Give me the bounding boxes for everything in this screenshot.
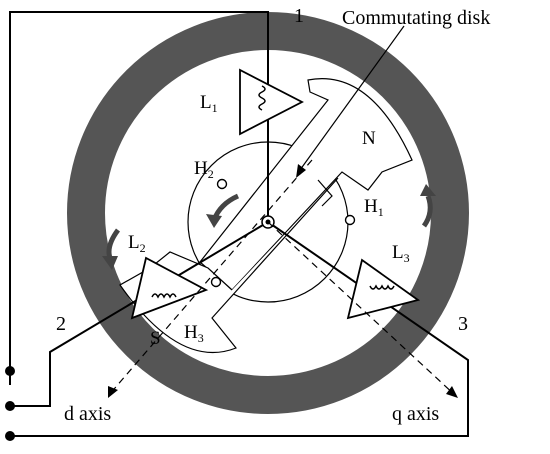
coil-l1 (239, 68, 304, 136)
sensor-label-h3: H3 (184, 322, 204, 345)
hall-sensor-h2 (216, 178, 228, 190)
terminal-label-1: 1 (294, 5, 304, 27)
q-axis-label: q axis (392, 403, 439, 425)
rotor-north-pole (199, 78, 413, 291)
callout-line (299, 25, 405, 171)
rotation-arrow-right (421, 195, 433, 228)
terminal-label-2: 2 (56, 313, 66, 335)
pole-label-s: S (150, 328, 161, 349)
coil-label-l1: L1 (200, 92, 218, 115)
sensor-label-h1: H1 (364, 196, 384, 219)
terminal-dot-3[interactable] (5, 431, 15, 441)
terminal-label-3: 3 (458, 313, 468, 335)
coil-label-l3: L3 (392, 242, 410, 265)
hall-sensor-h1 (344, 214, 356, 226)
terminal-dot-1[interactable] (5, 366, 15, 376)
callout-arrowhead (296, 164, 306, 178)
hall-sensor-h3 (210, 276, 222, 288)
q-axis-arrowhead (446, 386, 458, 398)
sensor-label-h2: H2 (194, 158, 214, 181)
rotation-arrow-right-head (420, 184, 436, 196)
rotation-arrow-left-head (102, 256, 118, 270)
d-axis-arrowhead (108, 386, 118, 398)
coil-label-l2: L2 (128, 232, 146, 255)
rotation-arrow-inner-head (206, 214, 222, 228)
d-axis-label: d axis (64, 403, 111, 425)
rotation-arrow-left (106, 228, 121, 259)
disk-notch (317, 179, 333, 207)
d-axis-line (107, 159, 313, 397)
rotor-south-pole (119, 177, 339, 354)
q-axis-line (267, 221, 457, 397)
pole-label-n: N (362, 128, 376, 149)
coil-l3 (346, 258, 421, 320)
terminal-dot-2[interactable] (5, 401, 15, 411)
coil-l2 (130, 256, 209, 320)
callout-label: Commutating disk (342, 7, 490, 29)
